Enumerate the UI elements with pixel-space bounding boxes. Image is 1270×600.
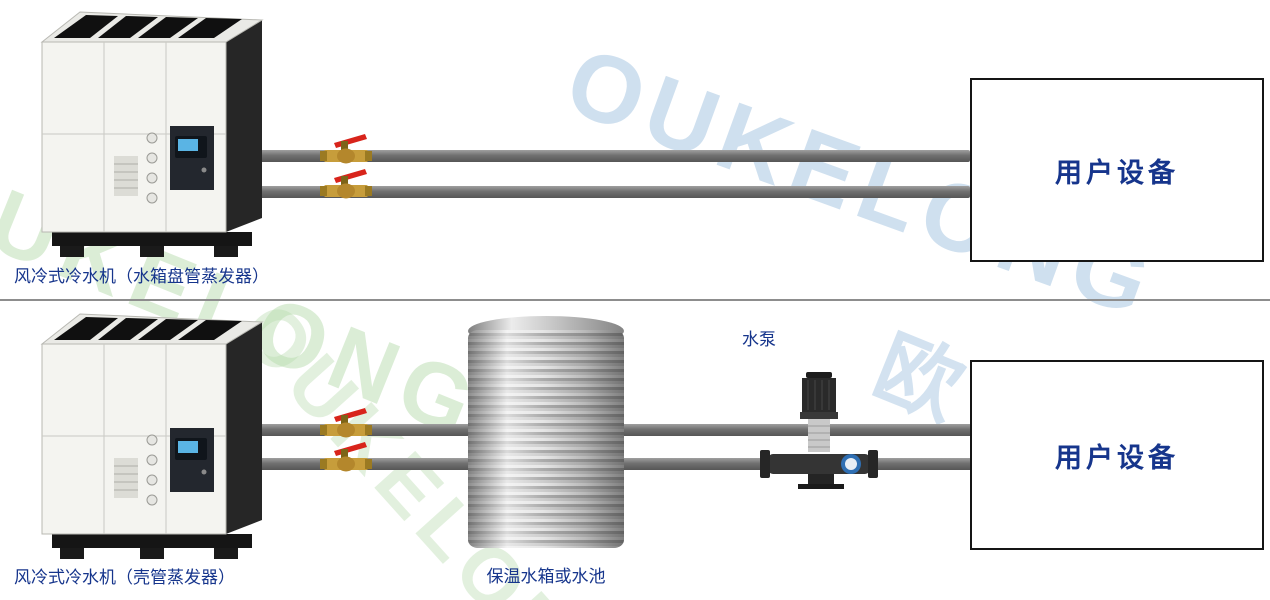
pump-label: 水泵: [742, 330, 776, 349]
user-device-label-top: 用户设备: [1055, 157, 1179, 188]
valve-icon-top-return: [320, 169, 372, 199]
chiller-label-bottom: 风冷式冷水机（壳管蒸发器）: [14, 568, 235, 587]
section-divider: [0, 299, 1270, 301]
chiller-graphic-top: [41, 11, 263, 258]
pipe-return-top: [256, 186, 970, 198]
pipe-supply-top: [256, 150, 970, 162]
valve-icon-bottom-return: [320, 442, 372, 472]
water-tank-graphic: [468, 330, 624, 548]
user-device-box-bottom: 用户设备: [970, 360, 1264, 550]
pipe-return-bottom-left: [256, 458, 506, 470]
user-device-label-bottom: 用户设备: [1055, 442, 1179, 473]
chiller-graphic-bottom: [41, 313, 263, 560]
pipe-supply-bottom-left: [256, 424, 506, 436]
chiller-label-top: 风冷式冷水机（水箱盘管蒸发器）: [14, 267, 269, 286]
tank-label: 保温水箱或水池: [486, 567, 606, 586]
user-device-box-top: 用户设备: [970, 78, 1264, 262]
pipe-supply-bottom-right: [590, 424, 972, 436]
water-pump-graphic: [759, 372, 879, 490]
